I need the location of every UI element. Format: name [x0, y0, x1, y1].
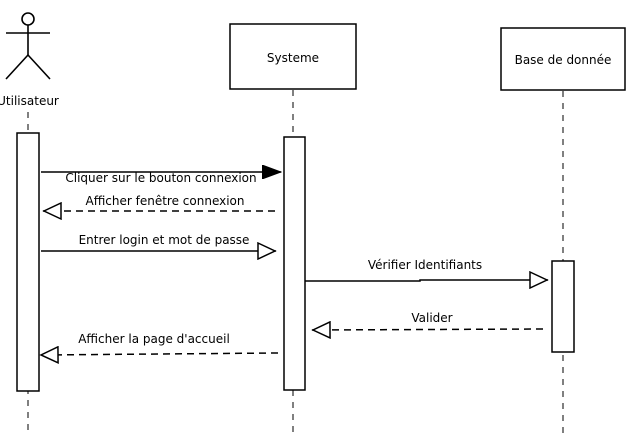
actor-utilisateur: Utilisateur [0, 12, 59, 108]
message-6-arrow [40, 353, 279, 355]
message-2-label: Afficher fenêtre connexion [85, 194, 244, 208]
participant-systeme: Systeme [229, 23, 357, 90]
activation-base-de-donnee [551, 260, 575, 353]
message-5-arrow [312, 329, 544, 330]
participant-database-label: Base de donnée [515, 53, 612, 67]
message-6-label: Afficher la page d'accueil [78, 332, 230, 346]
activation-systeme [283, 136, 306, 391]
message-4: Vérifier Identifiants [305, 258, 548, 281]
message-1: Cliquer sur le bouton connexion [41, 171, 281, 185]
message-4-arrow [305, 280, 548, 281]
message-5: Valider [312, 311, 544, 330]
message-3: Entrer login et mot de passe [41, 233, 276, 251]
message-4-label: Vérifier Identifiants [368, 258, 482, 272]
stick-figure-icon [5, 12, 51, 80]
participant-systeme-label: Systeme [267, 51, 319, 65]
message-2: Afficher fenêtre connexion [43, 194, 275, 211]
message-6: Afficher la page d'accueil [40, 332, 279, 355]
actor-label: Utilisateur [0, 94, 59, 108]
participant-base-de-donnee: Base de donnée [500, 27, 626, 91]
activation-utilisateur [16, 132, 40, 392]
message-1-label: Cliquer sur le bouton connexion [65, 171, 256, 185]
message-3-label: Entrer login et mot de passe [79, 233, 250, 247]
message-5-label: Valider [411, 311, 452, 325]
